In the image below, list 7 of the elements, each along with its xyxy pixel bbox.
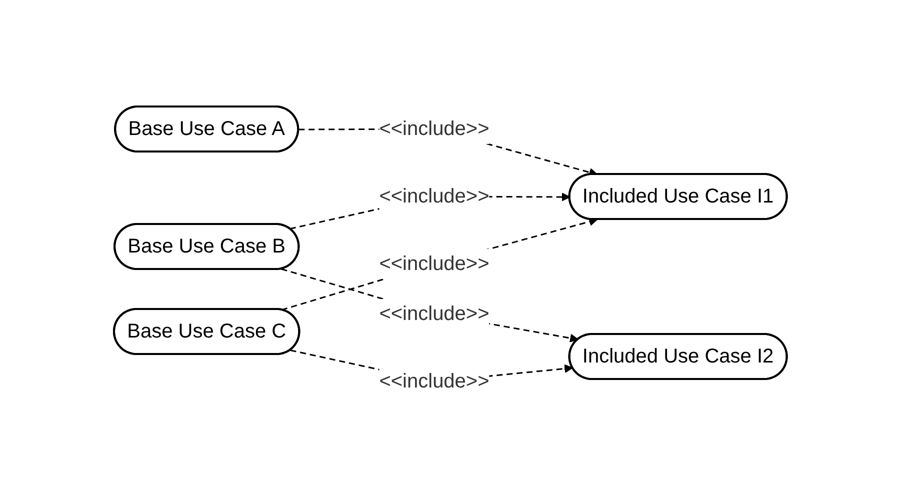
arrow [280, 217, 598, 311]
arrow [280, 268, 578, 342]
edge-label: <<include>> [378, 186, 489, 208]
edge-label: <<include>> [378, 253, 489, 275]
edge-label: <<include>> [378, 303, 489, 325]
edge-label: <<include>> [378, 370, 489, 392]
edge-label: <<include>> [378, 118, 489, 140]
